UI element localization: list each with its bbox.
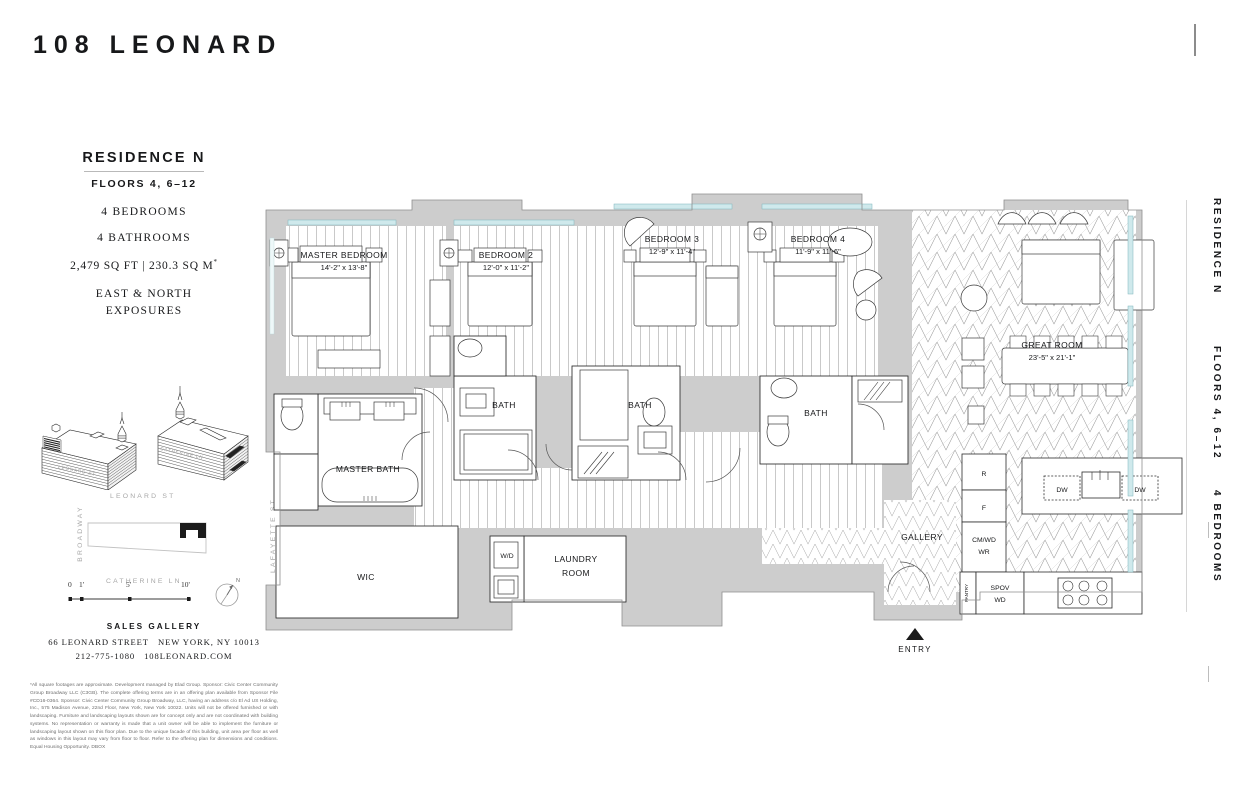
windows [269,203,1134,573]
appliance-spov-wd [975,571,1025,615]
residence-floors: FLOORS 4, 6–12 [91,178,197,190]
street-label-broadway: BROADWAY [76,505,84,562]
iso-building-right [157,386,249,481]
phone-number[interactable]: 212-775-1080 [75,651,136,661]
street-label-leonard: LEONARD ST [110,493,176,500]
dishwasher-right [1121,475,1159,501]
website-link[interactable]: 108LEONARD.COM [144,651,233,661]
dishwasher-left [1043,475,1081,501]
wall-outline [265,193,1143,631]
exposures-line-2: EXPOSURES [105,304,183,317]
exposures: EAST & NORTH EXPOSURES [33,286,255,319]
legal-disclaimer: *All square footages are approximate. De… [30,683,278,750]
appliance-refrigerator [961,453,1007,491]
furniture [269,212,1155,599]
label-spov-line-1: SPOV [991,585,1010,592]
label-bath-3: BATH [804,408,828,418]
label-bath-1: BATH [492,400,516,410]
divider [1208,666,1209,682]
label-bedroom-4: BEDROOM 4 [791,234,846,244]
label-master-bedroom: MASTER BEDROOM [300,250,387,260]
dim-bedroom-4: 11'-9" x 11'-6" [795,247,841,256]
vlegend-floors: FLOORS 4, 6–12 [1211,346,1222,461]
appliance-freezer [961,489,1007,523]
label-gallery: GALLERY [901,532,943,542]
label-wd: W/D [500,553,513,560]
entry-triangle-icon [906,628,924,640]
compass-north-label: N [236,578,240,584]
residence-name: RESIDENCE N [82,150,206,166]
divider [1208,522,1209,538]
scale-tick-5: 5' [126,580,132,589]
compass-rose: N [212,573,246,609]
dim-master-bedroom: 14'-2" x 13'-8" [321,263,368,272]
room-laundry [523,535,627,603]
scale-bar: 0 1' 5' 10' [68,580,193,608]
bathroom-count: 4 BATHROOMS [97,232,191,244]
site-block-outline [87,522,207,554]
address-city: NEW YORK, NY 10013 [157,637,260,647]
label-bedroom-2: BEDROOM 2 [479,250,534,260]
label-bath-2: BATH [628,400,652,410]
scale-tick-1: 1' [79,580,85,589]
label-master-bath: MASTER BATH [336,464,400,474]
iso-building-left [41,412,137,491]
label-freezer: F [982,505,986,512]
floor-plan: MASTER BEDROOM 14'-2" x 13'-8" BEDROOM 2… [262,180,1202,640]
exposures-line-1: EAST & NORTH [95,287,193,300]
dim-bedroom-2: 12'-0" x 11'-2" [483,263,529,272]
label-cm-wd-line-1: CM/WD [972,537,996,544]
building-isometrics: LEONARD ST CATHERINE LN [30,378,260,491]
sales-gallery-title: SALES GALLERY [106,622,202,631]
label-dishwasher-left: DW [1056,487,1068,494]
residence-info-block: RESIDENCE N FLOORS 4, 6–12 4 BEDROOMS 4 … [33,150,255,319]
scale-tick-10: 10' [181,580,190,589]
label-laundry-line-1: LAUNDRY [554,554,597,564]
label-pantry: PANTRY [964,584,969,602]
room-wic [275,525,459,619]
label-cm-wd-line-2: WR [978,549,989,556]
sales-gallery-address: 66 LEONARD STREET NEW YORK, NY 10013 [24,637,284,647]
label-spov-line-2: WD [994,597,1005,604]
label-great-room: GREAT ROOM [1021,340,1082,350]
area-text: 2,479 SQ FT | 230.3 SQ M* [33,258,255,272]
legend-edge-line [1186,200,1187,612]
label-bedroom-3: BEDROOM 3 [645,234,700,244]
door-swings [401,387,931,593]
dim-bedroom-3: 12'-9" x 11'-4" [649,247,695,256]
dim-great-room: 23'-5" x 21'-1" [1029,353,1076,362]
sales-gallery-block: SALES GALLERY 66 LEONARD STREET NEW YORK,… [24,622,284,665]
vertical-legend: RESIDENCE N FLOORS 4, 6–12 4 BEDROOMS [1196,198,1222,682]
address-street: 66 LEONARD STREET [48,637,149,647]
room-labels: MASTER BEDROOM 14'-2" x 13'-8" BEDROOM 2… [300,234,1146,604]
label-laundry-line-2: ROOM [562,568,590,578]
label-dishwasher-right: DW [1134,487,1146,494]
page-title: 108 LEONARD [33,31,283,59]
site-map: LEONARD ST CATHERINE LN BROADWAY LAFAYET… [58,490,277,585]
label-refrigerator: R [982,471,987,478]
divider [84,171,204,172]
kitchen [959,453,1183,615]
street-label-catherine: CATHERINE LN [106,578,182,585]
vlegend-residence: RESIDENCE N [1211,198,1222,295]
bedroom-count: 4 BEDROOMS [101,206,187,218]
corner-mark [1194,24,1196,56]
sales-gallery-contact: 212-775-1080 108LEONARD.COM [24,651,284,661]
entry-label: ENTRY [898,645,932,654]
entry-marker: ENTRY [893,628,937,654]
label-wic: WIC [357,572,375,582]
scale-tick-0: 0 [68,580,72,589]
vlegend-bedrooms: 4 BEDROOMS [1211,490,1222,584]
appliance-cm-wd-wr [961,521,1007,573]
area-value: 2,479 SQ FT | 230.3 SQ M [70,259,214,272]
area-asterisk: * [213,258,218,266]
floor-gallery [884,500,956,605]
